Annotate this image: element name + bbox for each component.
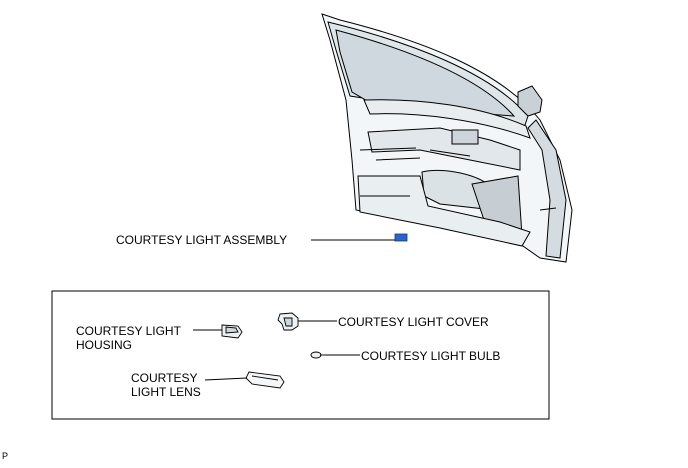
parts-frame [51,290,550,420]
label-housing-line1: COURTESY LIGHT [76,324,181,338]
courtesy-light-assembly-highlight [394,233,408,242]
label-lens-line1: COURTESY [131,371,198,385]
side-mirror [517,85,543,117]
label-courtesy-light-cover: COURTESY LIGHT COVER [338,315,489,329]
lens-part-icon [245,371,285,389]
label-courtesy-light-assembly: COURTESY LIGHT ASSEMBLY [116,233,288,247]
door-hinge-edge [527,119,567,259]
label-courtesy-light-bulb: COURTESY LIGHT BULB [361,349,501,363]
cover-part-icon [277,312,299,331]
housing-part-icon [221,324,243,339]
corner-mark: P [2,451,9,461]
door-upper-trim [363,99,531,139]
door-detail-lines [359,147,557,211]
label-housing-line2: HOUSING [76,338,133,352]
leader-lens [204,377,248,381]
door-lower-panel [357,175,531,247]
bulb-part-icon [310,351,324,359]
door-illustration [321,13,573,263]
label-lens-line2: LIGHT LENS [131,385,201,399]
door-pocket [421,170,495,211]
window-switch-panel [451,129,479,145]
